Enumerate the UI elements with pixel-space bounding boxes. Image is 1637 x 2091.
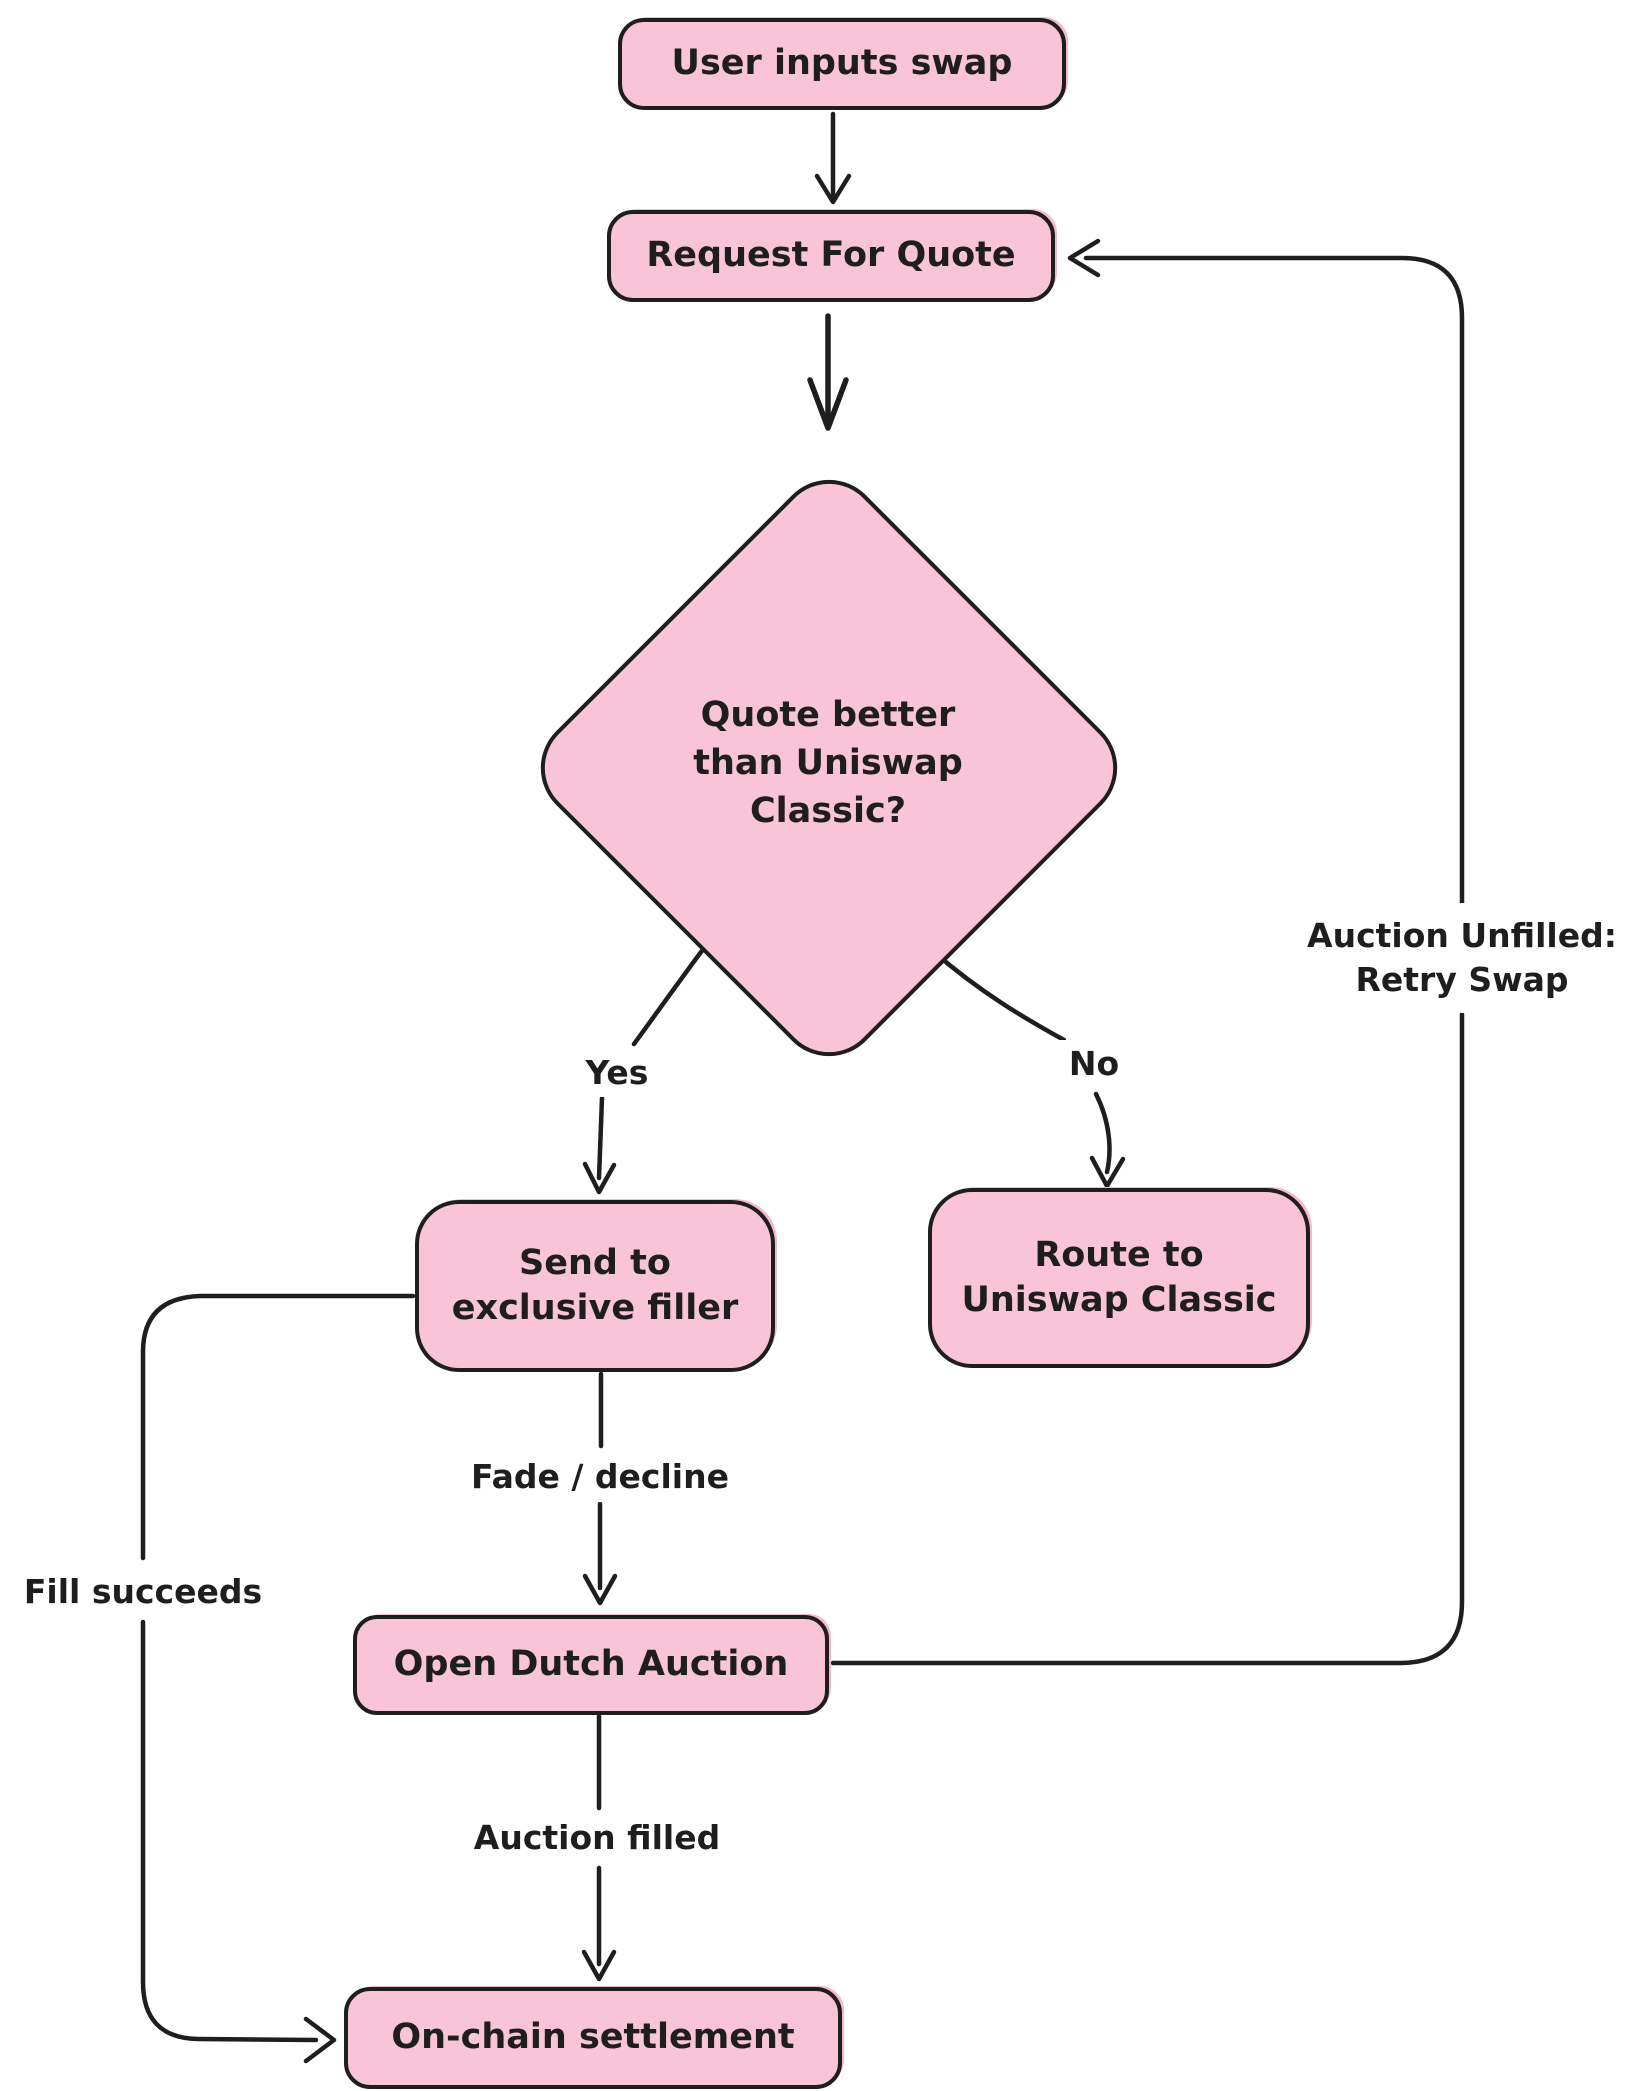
node-on-chain-settlement-label: On-chain settlement [391,2017,795,2058]
node-route-to-uniswap-classic-label: Route to Uniswap Classic [961,1234,1277,1321]
edge-label-no: No [1026,1040,1162,1088]
node-route-to-uniswap-classic: Route to Uniswap Classic [928,1188,1310,1368]
edge-label-fade-decline: Fade / decline [432,1452,768,1502]
edge-fill-succeeds-lower [140,1619,319,2043]
edge-yes-segment [631,945,707,1047]
edge-retry-upper [1083,255,1465,906]
edge-no-shaft [1093,1091,1112,1175]
edge-label-yes: Yes [549,1049,685,1097]
edge-label-fill-succeeds: Fill succeeds [2,1566,284,1618]
edge-no-arrowhead [1089,1155,1126,1189]
edge-fade-arrowhead [582,1573,618,1606]
edge-yes-arrowhead [582,1161,617,1195]
node-open-dutch-auction-label: Open Dutch Auction [393,1644,789,1685]
edge-auction-filled-arrowhead [581,1949,617,1982]
edge-rfq-to-decision-arrowhead [807,377,849,431]
edge-user-to-rfq-arrowhead [814,173,852,205]
node-open-dutch-auction: Open Dutch Auction [353,1615,829,1715]
node-send-to-exclusive-filler: Send to exclusive filler [415,1200,775,1372]
edge-retry-lower [830,1011,1465,1666]
edge-label-auction-unfilled-retry: Auction Unfilled: Retry Swap [1292,903,1632,1013]
node-quote-better-decision-label: Quote better than Uniswap Classic? [693,694,963,832]
edge-no-segment [931,949,1067,1043]
node-request-for-quote: Request For Quote [607,210,1055,302]
edge-fill-succeeds-arrowhead [303,2016,337,2064]
node-on-chain-settlement: On-chain settlement [344,1987,842,2089]
node-request-for-quote-label: Request For Quote [646,235,1016,276]
edge-fill-succeeds-upper [140,1293,416,1561]
node-user-inputs-swap-label: User inputs swap [671,43,1013,84]
edge-retry-arrowhead [1067,238,1101,278]
edge-yes-shaft [596,1095,605,1181]
edge-label-auction-filled: Auction filled [429,1813,765,1863]
node-send-to-exclusive-filler-label: Send to exclusive filler [451,1242,739,1329]
node-user-inputs-swap: User inputs swap [618,18,1066,110]
